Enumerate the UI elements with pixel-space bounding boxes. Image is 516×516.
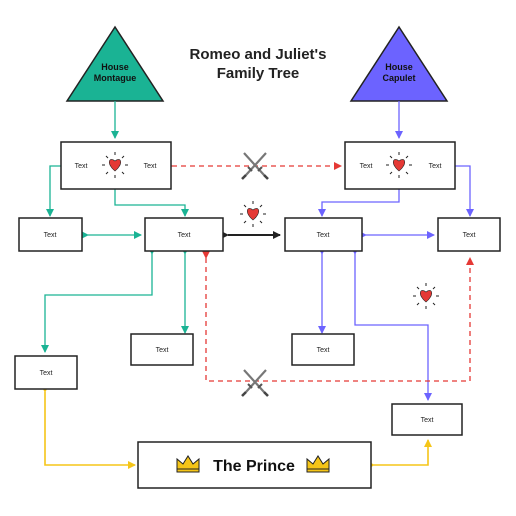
romeo-box: Text xyxy=(144,217,224,252)
crossed-swords-icon xyxy=(240,368,270,398)
capulet-relative-label: Text xyxy=(421,417,434,424)
montague-sibling-box: Text xyxy=(18,217,83,252)
capulet-parent-right-label: Text xyxy=(429,163,442,170)
prince-box: The Prince xyxy=(137,441,372,489)
diagram-title-line1: Romeo and Juliet's xyxy=(190,46,327,63)
capulet-connectors xyxy=(318,101,474,401)
diagram-title-line2: Family Tree xyxy=(217,65,300,82)
capulet-sibling-box: Text xyxy=(437,217,501,252)
montague-parent-right-label: Text xyxy=(144,163,157,170)
house-capulet: House Capulet xyxy=(349,25,449,102)
house-montague: House Montague xyxy=(65,25,165,102)
capulet-parents-box: Text Text xyxy=(344,141,456,190)
capulet-relative-box: Text xyxy=(391,403,463,436)
capulet-child-box: Text xyxy=(291,333,355,366)
heart-icon xyxy=(239,200,267,228)
house-capulet-line1: House xyxy=(385,62,413,72)
montague-connectors xyxy=(41,101,189,353)
montague-child-box: Text xyxy=(130,333,194,366)
heart-icon xyxy=(412,282,440,310)
house-montague-line2: Montague xyxy=(94,73,137,83)
capulet-child-label: Text xyxy=(317,347,330,354)
house-montague-line1: House xyxy=(101,62,129,72)
prince-label: The Prince xyxy=(213,458,295,475)
house-capulet-line2: Capulet xyxy=(382,73,415,83)
romeo-label: Text xyxy=(178,232,191,239)
montague-relative-label: Text xyxy=(40,370,53,377)
montague-parent-left-label: Text xyxy=(75,163,88,170)
juliet-box: Text xyxy=(284,217,363,252)
capulet-sibling-label: Text xyxy=(463,232,476,239)
montague-parents-box: Text Text xyxy=(60,141,172,190)
prince-connectors xyxy=(41,385,432,469)
juliet-label: Text xyxy=(317,232,330,239)
capulet-parent-left-label: Text xyxy=(360,163,373,170)
montague-sibling-label: Text xyxy=(44,232,57,239)
montague-child-label: Text xyxy=(156,347,169,354)
montague-relative-box: Text xyxy=(14,355,78,390)
